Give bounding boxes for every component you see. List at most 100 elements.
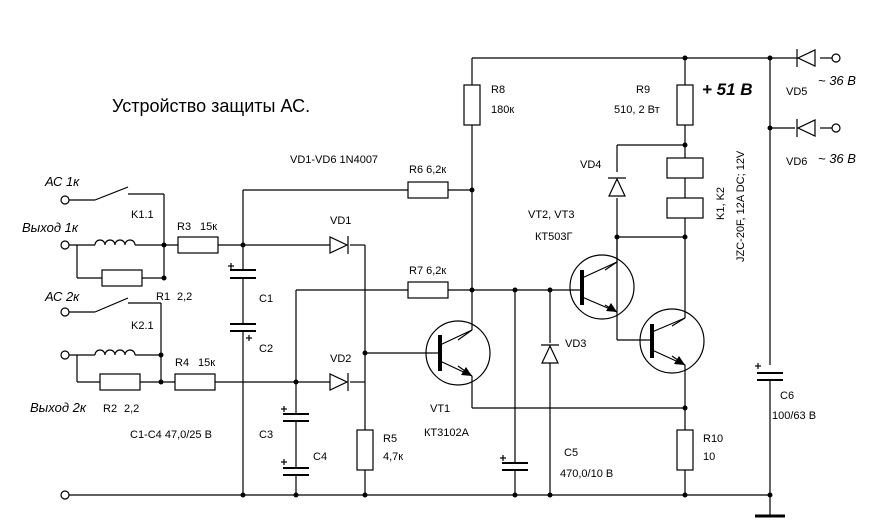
resistor-r3	[177, 236, 219, 254]
switch-k2-1	[94, 297, 129, 313]
capacitor-c3	[281, 406, 309, 422]
resistor-r6	[407, 181, 449, 199]
label-c6: C6	[780, 390, 794, 402]
label-k1-k2: K1, K2	[715, 187, 727, 220]
label-vd4: VD4	[580, 159, 601, 171]
label-r7: R7 6,2к	[409, 265, 446, 277]
label-r1: R1	[156, 291, 170, 303]
resistor-r2	[99, 373, 141, 391]
transistors	[425, 254, 705, 386]
label-c4: C4	[313, 451, 327, 463]
label-ac36-a: ~ 36 В	[818, 73, 856, 88]
label-r10: R10	[703, 433, 723, 445]
transistor-vt3	[639, 308, 705, 374]
capacitor-c5	[500, 455, 528, 471]
label-r4-value: 15к	[198, 357, 215, 369]
terminals	[60, 53, 841, 518]
relay-coil-k1	[666, 157, 704, 179]
label-supply-voltage: + 51 В	[702, 80, 753, 99]
capacitor-c1	[228, 263, 256, 279]
capacitors	[228, 263, 783, 476]
switch-k1-1	[94, 186, 129, 201]
label-r10-value: 10	[703, 451, 715, 463]
resistor-r8	[463, 84, 481, 126]
label-r5-value: 4,7к	[383, 451, 403, 463]
inductors	[94, 239, 136, 356]
terminal-out2	[60, 350, 70, 360]
junction-dots	[158, 55, 773, 498]
label-ac2: АС 2к	[44, 289, 80, 304]
diode-vd2	[329, 373, 349, 391]
relay-coil-k2	[666, 197, 704, 219]
capacitor-c2	[230, 323, 256, 341]
label-vt1-type: КТ3102А	[424, 427, 470, 439]
label-r1-value: 2,2	[177, 291, 192, 303]
label-c1-c4: C1-C4 47,0/25 В	[130, 429, 212, 441]
transistor-vt2	[569, 254, 635, 320]
label-out2: Выход 2к	[30, 400, 87, 415]
label-r8-value: 180к	[491, 104, 514, 116]
label-c5: C5	[564, 447, 578, 459]
relay-contacts	[94, 186, 129, 313]
inductor-1	[94, 239, 136, 246]
label-c1: C1	[259, 293, 273, 305]
label-r8: R8	[491, 84, 505, 96]
label-vt1: VT1	[430, 403, 450, 415]
capacitor-c4	[281, 459, 309, 476]
label-c6-value: 100/63 В	[772, 410, 816, 422]
resistor-r10	[676, 429, 694, 471]
relay-coils	[666, 157, 704, 219]
label-vt23-type: КТ503Г	[535, 231, 572, 243]
label-r3: R3	[177, 221, 191, 233]
label-r9-value: 510, 2 Вт	[614, 104, 660, 116]
label-vd5: VD5	[786, 86, 807, 98]
label-r5: R5	[383, 433, 397, 445]
terminal-ac1	[60, 195, 70, 205]
label-r2-value: 2,2	[124, 403, 139, 415]
label-r3-value: 15к	[200, 221, 217, 233]
diode-vd4	[608, 177, 626, 197]
diodes	[329, 49, 816, 391]
terminal-ac2	[60, 307, 70, 317]
terminal-out1	[60, 240, 70, 250]
diode-vd3	[541, 344, 559, 364]
transistor-vt1	[425, 320, 491, 386]
label-r9: R9	[636, 84, 650, 96]
resistor-r5	[356, 429, 374, 471]
label-ac36-b: ~ 36 В	[818, 151, 856, 166]
label-k1-1: K1.1	[131, 209, 154, 221]
resistor-r9	[676, 84, 694, 126]
resistor-r7	[407, 281, 449, 299]
resistor-r1	[101, 269, 143, 287]
capacitor-c6	[755, 363, 783, 381]
label-r2: R2	[103, 403, 117, 415]
label-out1: Выход 1к	[22, 220, 79, 235]
label-relay-type: JZC-20F, 12A DC; 12V	[735, 150, 747, 262]
label-vd6: VD6	[786, 156, 807, 168]
inductor-2	[94, 349, 136, 356]
terminal-ac36-a	[831, 53, 841, 63]
resistor-r4	[174, 373, 216, 391]
terminal-ac36-b	[831, 123, 841, 133]
wires	[69, 57, 832, 496]
resistors	[99, 84, 694, 471]
label-vd1-vd6: VD1-VD6 1N4007	[290, 154, 378, 166]
label-r4: R4	[175, 357, 189, 369]
label-k2-1: K2.1	[131, 320, 154, 332]
label-c2: C2	[259, 343, 273, 355]
label-vd1: VD1	[330, 215, 351, 227]
diode-vd6	[796, 119, 816, 137]
label-ac1: АС 1к	[44, 174, 80, 189]
label-vd3: VD3	[565, 338, 586, 350]
label-vd2: VD2	[330, 353, 351, 365]
label-c3: C3	[259, 429, 273, 441]
label-r6: R6 6,2к	[409, 164, 446, 176]
diode-vd5	[795, 49, 816, 67]
label-c5-value: 470,0/10 В	[560, 468, 613, 480]
diode-vd1	[329, 236, 349, 254]
terminal-ground	[60, 490, 70, 500]
label-vt23: VT2, VT3	[528, 209, 574, 221]
diagram-title: Устройство защиты АС.	[112, 96, 310, 116]
